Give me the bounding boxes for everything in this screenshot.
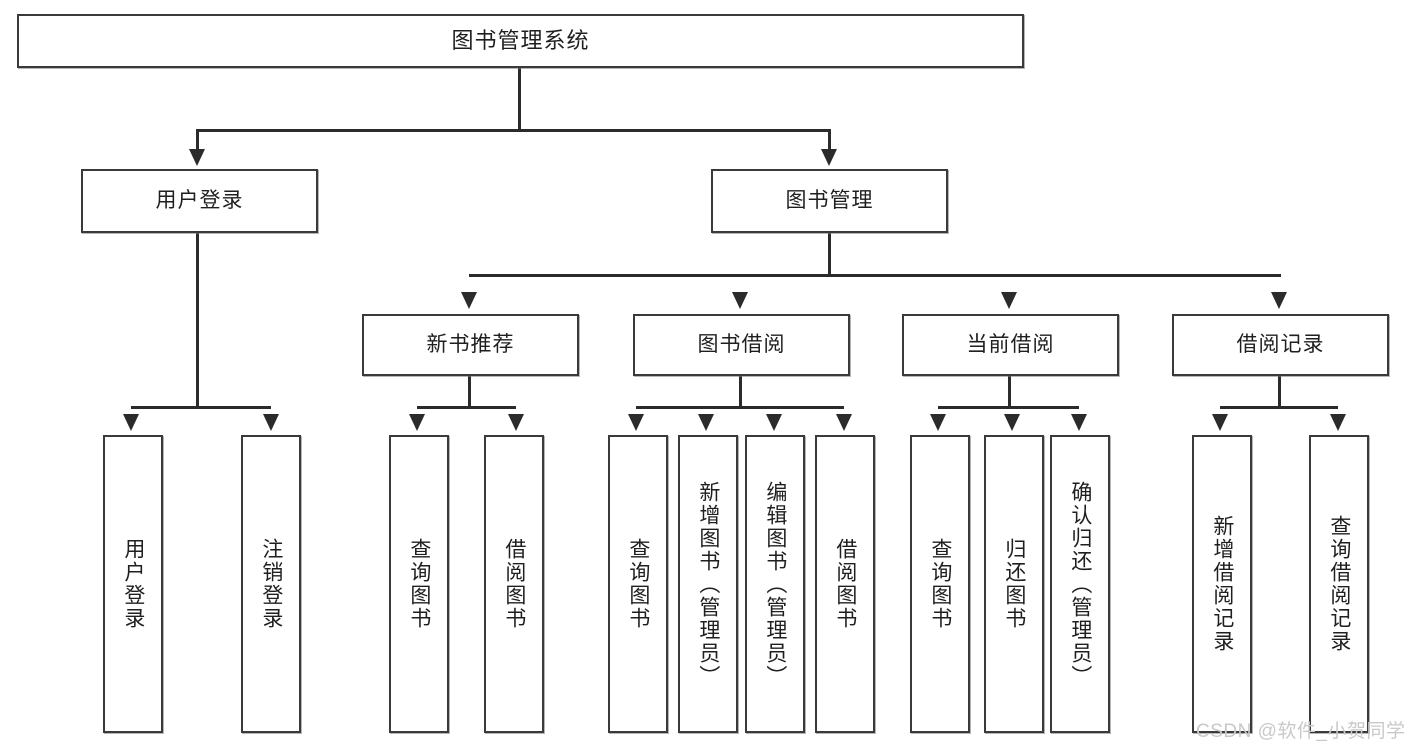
leaf-return-book-9-label: 归还图书 [1002,538,1026,630]
watermark: CSDN @软件_小贺同学 [1196,721,1405,742]
node-book-management-system-label: 图书管理系统 [451,28,590,54]
arrow-leaf-return-book [1004,414,1020,431]
leaf-user-login-0-label: 用户登录 [121,538,145,630]
arrow-leaf-logout [263,414,279,431]
node-user-login-label: 用户登录 [155,188,244,212]
leaf-edit-book-admin-6-label: 编辑图书（管理员） [763,480,787,688]
arrow-leaf-add-record [1212,414,1228,431]
leaf-query-book-2-label: 查询图书 [407,538,431,630]
connector-g1-stem [468,376,471,408]
connector-g4-stem [1278,376,1281,408]
leaf-edit-book-admin-6[interactable]: 编辑图书（管理员） [745,435,805,733]
leaf-confirm-return-admin-10[interactable]: 确认归还（管理员） [1050,435,1110,733]
leaf-borrow-book-7[interactable]: 借阅图书 [815,435,875,733]
leaf-query-book-4-label: 查询图书 [626,538,650,630]
connector-root-drop-right [828,129,831,151]
node-book-management[interactable]: 图书管理 [711,169,948,233]
connector-g1-bus [417,406,516,409]
leaf-query-borrowing-record-12[interactable]: 查询借阅记录 [1309,435,1369,733]
connector-g2-stem [739,376,742,408]
arrow-to-borrow-record [1271,292,1287,309]
leaf-query-book-8-label: 查询图书 [928,538,952,630]
leaf-confirm-return-admin-10-label: 确认归还（管理员） [1068,480,1092,688]
connector-g3-stem [1008,376,1011,408]
node-user-login[interactable]: 用户登录 [81,169,318,233]
leaf-query-book-4[interactable]: 查询图书 [608,435,668,733]
arrow-leaf-query-book-1 [409,414,425,431]
node-current-borrowing-label: 当前借阅 [966,332,1055,356]
leaf-query-book-2[interactable]: 查询图书 [389,435,449,733]
arrow-leaf-edit-book [766,414,782,431]
connector-login-bus [131,406,271,409]
leaf-add-book-admin-5-label: 新增图书（管理员） [696,480,720,688]
node-current-borrowing[interactable]: 当前借阅 [902,314,1119,376]
arrow-to-book-management [821,149,837,166]
leaf-logout-1-label: 注销登录 [259,538,283,630]
arrow-to-current-borrow [1001,292,1017,309]
node-new-book-recommendation-label: 新书推荐 [426,332,515,356]
leaf-add-book-admin-5[interactable]: 新增图书（管理员） [678,435,738,733]
node-book-borrowing-label: 图书借阅 [697,332,786,356]
connector-g2-bus [636,406,844,409]
connector-root-drop-left [196,129,199,151]
arrow-leaf-borrow-book-1 [508,414,524,431]
arrow-leaf-add-book [698,414,714,431]
connector-g4-bus [1220,406,1338,409]
connector-root-stem [518,68,521,130]
connector-login-stem [196,233,199,408]
arrow-leaf-query-book-2 [628,414,644,431]
leaf-logout-1[interactable]: 注销登录 [241,435,301,733]
arrow-leaf-user-login [123,414,139,431]
leaf-query-borrowing-record-12-label: 查询借阅记录 [1327,515,1351,653]
node-book-management-label: 图书管理 [785,188,874,212]
node-book-borrowing[interactable]: 图书借阅 [633,314,850,376]
connector-books-bus [469,274,1281,277]
leaf-add-borrowing-record-11[interactable]: 新增借阅记录 [1192,435,1252,733]
arrow-leaf-confirm-return [1071,414,1087,431]
leaf-borrow-book-3-label: 借阅图书 [502,538,526,630]
leaf-user-login-0[interactable]: 用户登录 [103,435,163,733]
leaf-query-book-8[interactable]: 查询图书 [910,435,970,733]
arrow-to-book-borrow [732,292,748,309]
leaf-borrow-book-7-label: 借阅图书 [833,538,857,630]
arrow-leaf-borrow-book-2 [836,414,852,431]
connector-root-bus [197,129,830,132]
arrow-leaf-query-book-3 [930,414,946,431]
node-new-book-recommendation[interactable]: 新书推荐 [362,314,579,376]
connector-books-stem [828,233,831,275]
arrow-to-user-login [189,149,205,166]
arrow-leaf-query-record [1330,414,1346,431]
node-borrowing-record[interactable]: 借阅记录 [1172,314,1389,376]
leaf-borrow-book-3[interactable]: 借阅图书 [484,435,544,733]
leaf-add-borrowing-record-11-label: 新增借阅记录 [1210,515,1234,653]
connector-g3-bus [938,406,1079,409]
arrow-to-new-book-recommend [461,292,477,309]
node-book-management-system[interactable]: 图书管理系统 [17,14,1024,68]
node-borrowing-record-label: 借阅记录 [1236,332,1325,356]
leaf-return-book-9[interactable]: 归还图书 [984,435,1044,733]
